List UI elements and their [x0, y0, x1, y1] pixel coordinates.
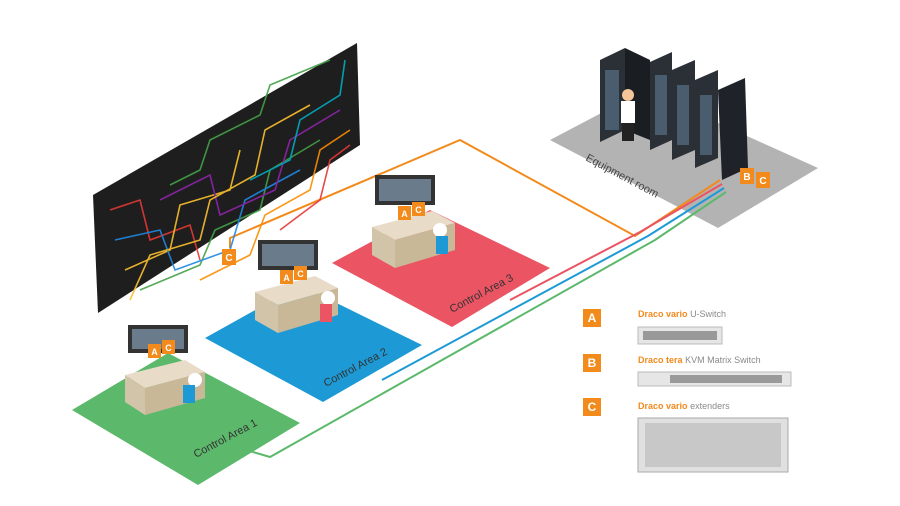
badge-ac-area-1: A C [148, 340, 175, 358]
badge-ac-area-2: A C [280, 266, 307, 284]
svg-text:A: A [283, 273, 290, 283]
svg-text:A: A [151, 347, 158, 357]
video-wall [93, 43, 360, 313]
blue-link [381, 187, 725, 381]
legend-title-a: Draco vario U-Switch [638, 309, 727, 319]
svg-text:A: A [401, 209, 408, 219]
badge-c-video-wall: C [222, 249, 236, 265]
svg-text:C: C [759, 176, 766, 187]
vario-extenders-device [637, 417, 789, 473]
badge-bc-equipment: B C [740, 168, 770, 188]
red-link [509, 183, 723, 301]
desk-area-3 [372, 175, 455, 268]
svg-text:B: B [743, 172, 750, 183]
desk-area-1 [125, 325, 205, 415]
tera-kvm-matrix-switch-device [637, 371, 792, 387]
svg-text:C: C [415, 205, 422, 215]
desk-area-2 [255, 240, 338, 333]
legend-title-c: Draco vario extenders [638, 401, 730, 411]
legend-badge-a: A [583, 309, 601, 327]
svg-text:C: C [225, 253, 232, 264]
equipment-racks [600, 48, 748, 180]
legend-title-b: Draco tera KVM Matrix Switch [638, 355, 761, 365]
vario-u-switch-device [637, 326, 723, 345]
green-link [245, 191, 727, 459]
badge-ac-area-3: A C [398, 202, 425, 220]
video-wall-map-lines [109, 59, 351, 301]
svg-text:C: C [297, 269, 304, 279]
connection-lines [229, 138, 727, 459]
legend-badge-b: B [583, 354, 601, 372]
legend-badge-c: C [583, 398, 601, 416]
svg-text:C: C [165, 343, 172, 353]
